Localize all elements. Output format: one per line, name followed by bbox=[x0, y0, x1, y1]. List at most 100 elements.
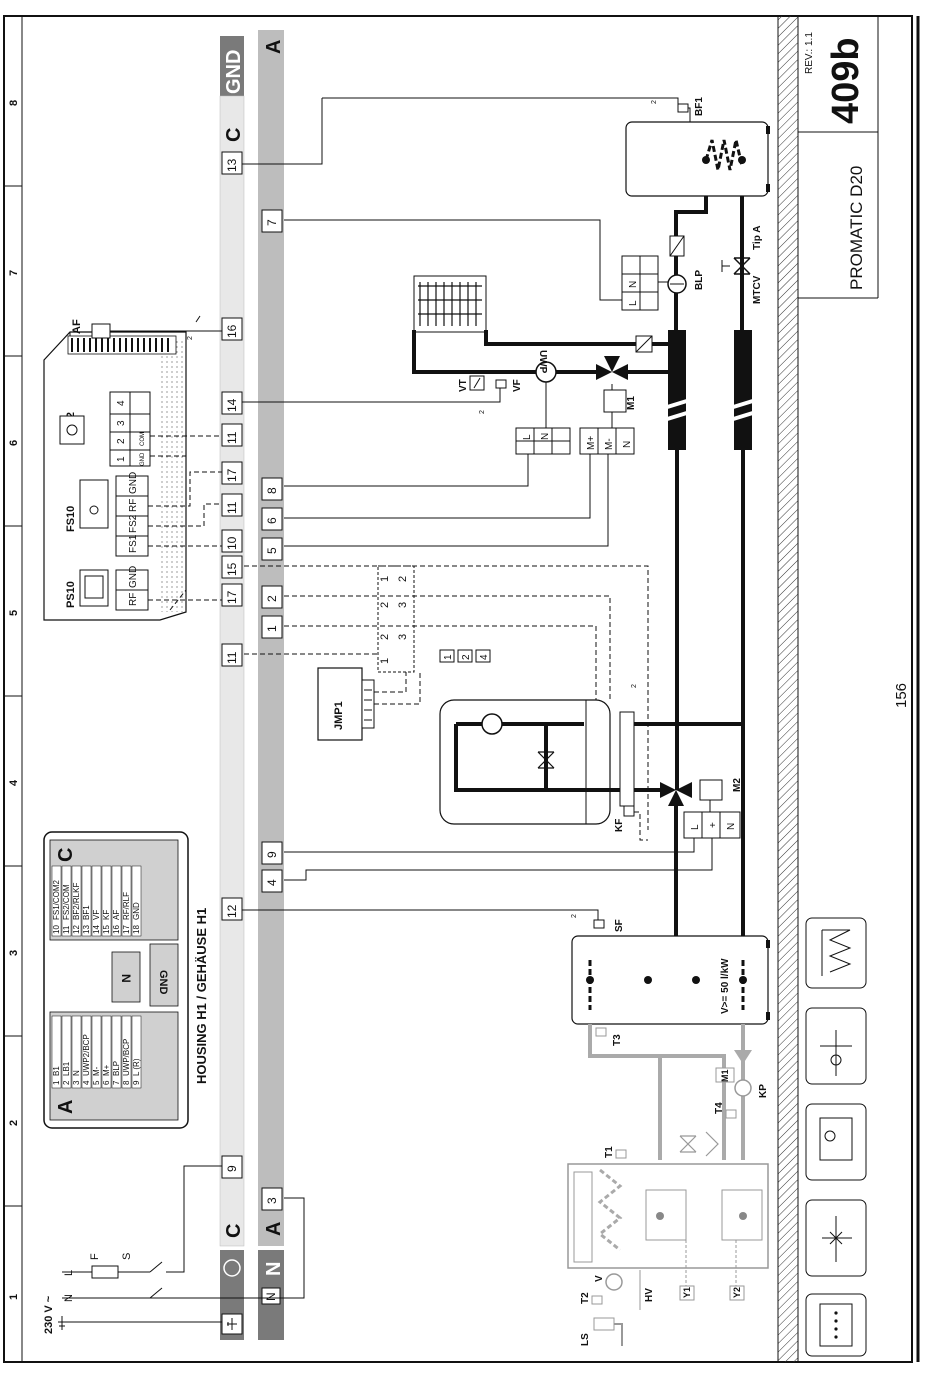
grid-number-2: 2 bbox=[8, 1120, 20, 1126]
fuse-label: F bbox=[89, 1253, 101, 1260]
m1-conn-mminus: M- bbox=[604, 438, 615, 450]
wire-count-af: 2 bbox=[187, 336, 194, 340]
t4-label: T4 bbox=[714, 1102, 725, 1114]
legend-a-row: 5 bbox=[92, 1080, 101, 1085]
a-terminal-6: 6 bbox=[265, 517, 279, 524]
legend-c-row: 11 bbox=[62, 925, 71, 934]
legend-n: N bbox=[119, 974, 133, 983]
uwp-conn-l: L bbox=[522, 434, 533, 440]
c-bus-label-top: C bbox=[223, 128, 245, 142]
legend-a-header: A bbox=[55, 1100, 77, 1114]
blp-label: BLP bbox=[694, 270, 705, 290]
jumper-mid-2: 2 bbox=[379, 602, 391, 608]
small-jumper-4: 4 bbox=[479, 654, 490, 660]
terminal-block-icon[interactable] bbox=[805, 1293, 867, 1357]
m1-label: M1 bbox=[626, 396, 637, 410]
mixing-valve-icon[interactable] bbox=[805, 1103, 867, 1181]
a-bus-label-bottom: A bbox=[263, 1222, 285, 1236]
legend-a-row: M+ bbox=[102, 1064, 111, 1076]
legend-a-rows: 1 B1 2 LB1 3 N 4 UWP2/BCP 5 M- 6 M+ 7 BL… bbox=[51, 1015, 142, 1089]
blp-conn-l: L bbox=[628, 300, 639, 306]
grid-number-7: 7 bbox=[8, 270, 20, 276]
a-terminal-9: 9 bbox=[265, 851, 279, 858]
legend-a-row: 9 bbox=[132, 1080, 141, 1085]
legend-c-row: KF bbox=[102, 910, 111, 920]
blp-conn-n: N bbox=[628, 281, 639, 288]
vt-label: VT bbox=[458, 379, 469, 392]
legend-gnd: GND bbox=[157, 970, 169, 995]
c-terminal-17b: 17 bbox=[225, 590, 239, 604]
dd2-pin-2: 2 bbox=[116, 438, 127, 444]
legend-a-row: 7 bbox=[112, 1080, 121, 1085]
legend-c-row: AF bbox=[112, 910, 121, 920]
c-terminal-17a: 17 bbox=[225, 468, 239, 482]
voltage-label: 230 V ~ bbox=[43, 1295, 55, 1334]
diagram-code: 409b bbox=[825, 37, 867, 124]
legend-a-row: 3 bbox=[72, 1080, 81, 1085]
legend-a-row: 2 bbox=[62, 1080, 71, 1085]
t3-label: T3 bbox=[612, 1034, 623, 1046]
c-terminal-10: 10 bbox=[225, 536, 239, 550]
page-number: 156 bbox=[893, 683, 910, 708]
c-terminal-16: 16 bbox=[225, 324, 239, 338]
m2-label: M2 bbox=[732, 778, 743, 792]
fs10-pin-fs2: FS2 bbox=[128, 514, 139, 533]
legend-c-row: 17 bbox=[122, 925, 131, 934]
jumper-bot-3: 3 bbox=[397, 634, 409, 640]
control-wiring bbox=[148, 435, 222, 611]
c-terminal-11c: 11 bbox=[225, 651, 239, 664]
a-terminal-8: 8 bbox=[265, 487, 279, 494]
ps10-display-icon bbox=[79, 569, 109, 607]
small-jumper-2: 2 bbox=[461, 654, 472, 660]
legend-a-row: UWP/BCP bbox=[122, 1039, 131, 1076]
c-terminal-11a: 11 bbox=[225, 431, 239, 444]
jumper-one: 1 bbox=[379, 658, 391, 664]
hv-label: HV bbox=[644, 1288, 655, 1302]
legend-c-row: 14 bbox=[92, 925, 101, 934]
pe-symbol bbox=[223, 1259, 241, 1277]
kf-label: KF bbox=[614, 819, 625, 832]
legend-a-row: 1 bbox=[52, 1080, 61, 1085]
storage-tank-top bbox=[625, 121, 769, 197]
function-icons bbox=[805, 917, 867, 1357]
dd2-pin-com: COM bbox=[140, 432, 146, 446]
switch-label: S bbox=[121, 1253, 133, 1260]
line-l-label: L bbox=[63, 1270, 75, 1276]
grid-number-4: 4 bbox=[8, 779, 20, 786]
gnd-bus-label: GND bbox=[223, 50, 245, 94]
jumper-bot-2: 2 bbox=[379, 634, 391, 640]
ls-label: LS bbox=[580, 1333, 591, 1346]
fs10-pin-gnd: GND bbox=[128, 472, 139, 494]
a-bus-label-top: A bbox=[263, 40, 285, 54]
y1-label: Y1 bbox=[682, 1287, 692, 1298]
jmp1-label: JMP1 bbox=[333, 701, 345, 730]
legend-a-row: 6 bbox=[102, 1080, 111, 1085]
jumper-mid-3: 3 bbox=[397, 602, 409, 608]
legend-a-row: M- bbox=[92, 1066, 101, 1076]
dd2-pin-4: 4 bbox=[116, 400, 127, 406]
buffer-unit bbox=[439, 699, 611, 825]
uwp-label: UWP bbox=[537, 350, 548, 374]
fs10-label: FS10 bbox=[65, 506, 77, 532]
wire-count-sf: 2 bbox=[571, 914, 578, 918]
n-terminal-label: N bbox=[264, 1292, 278, 1301]
legend-c-row: BF2/RLKF bbox=[72, 883, 81, 920]
v-label: V bbox=[594, 1275, 605, 1282]
drawing-frame bbox=[3, 15, 920, 1363]
legend-c-row: 13 bbox=[82, 925, 91, 934]
a-terminal-1: 1 bbox=[265, 625, 279, 632]
buffer-tank bbox=[571, 935, 769, 1025]
a-terminal-4: 4 bbox=[265, 879, 279, 886]
fuse bbox=[91, 1265, 119, 1279]
grid-ruler: 8 7 6 5 4 3 2 1 bbox=[4, 100, 22, 1300]
mtcv-label: MTCV bbox=[752, 275, 763, 304]
jumper-area: 1 2 2 3 2 3 1 1 2 4 JMP1 bbox=[244, 565, 649, 830]
heat-exchanger-icon[interactable] bbox=[805, 917, 867, 989]
a-terminal-7: 7 bbox=[265, 219, 279, 226]
fs10-sensor-icon bbox=[79, 479, 109, 529]
product-name: PROMATIC D20 bbox=[847, 166, 866, 290]
bf1-label: BF1 bbox=[694, 97, 705, 116]
c-terminal-9: 9 bbox=[225, 1165, 239, 1172]
c-bus-label-bottom: C bbox=[223, 1224, 245, 1238]
sf-label: SF bbox=[614, 919, 625, 932]
